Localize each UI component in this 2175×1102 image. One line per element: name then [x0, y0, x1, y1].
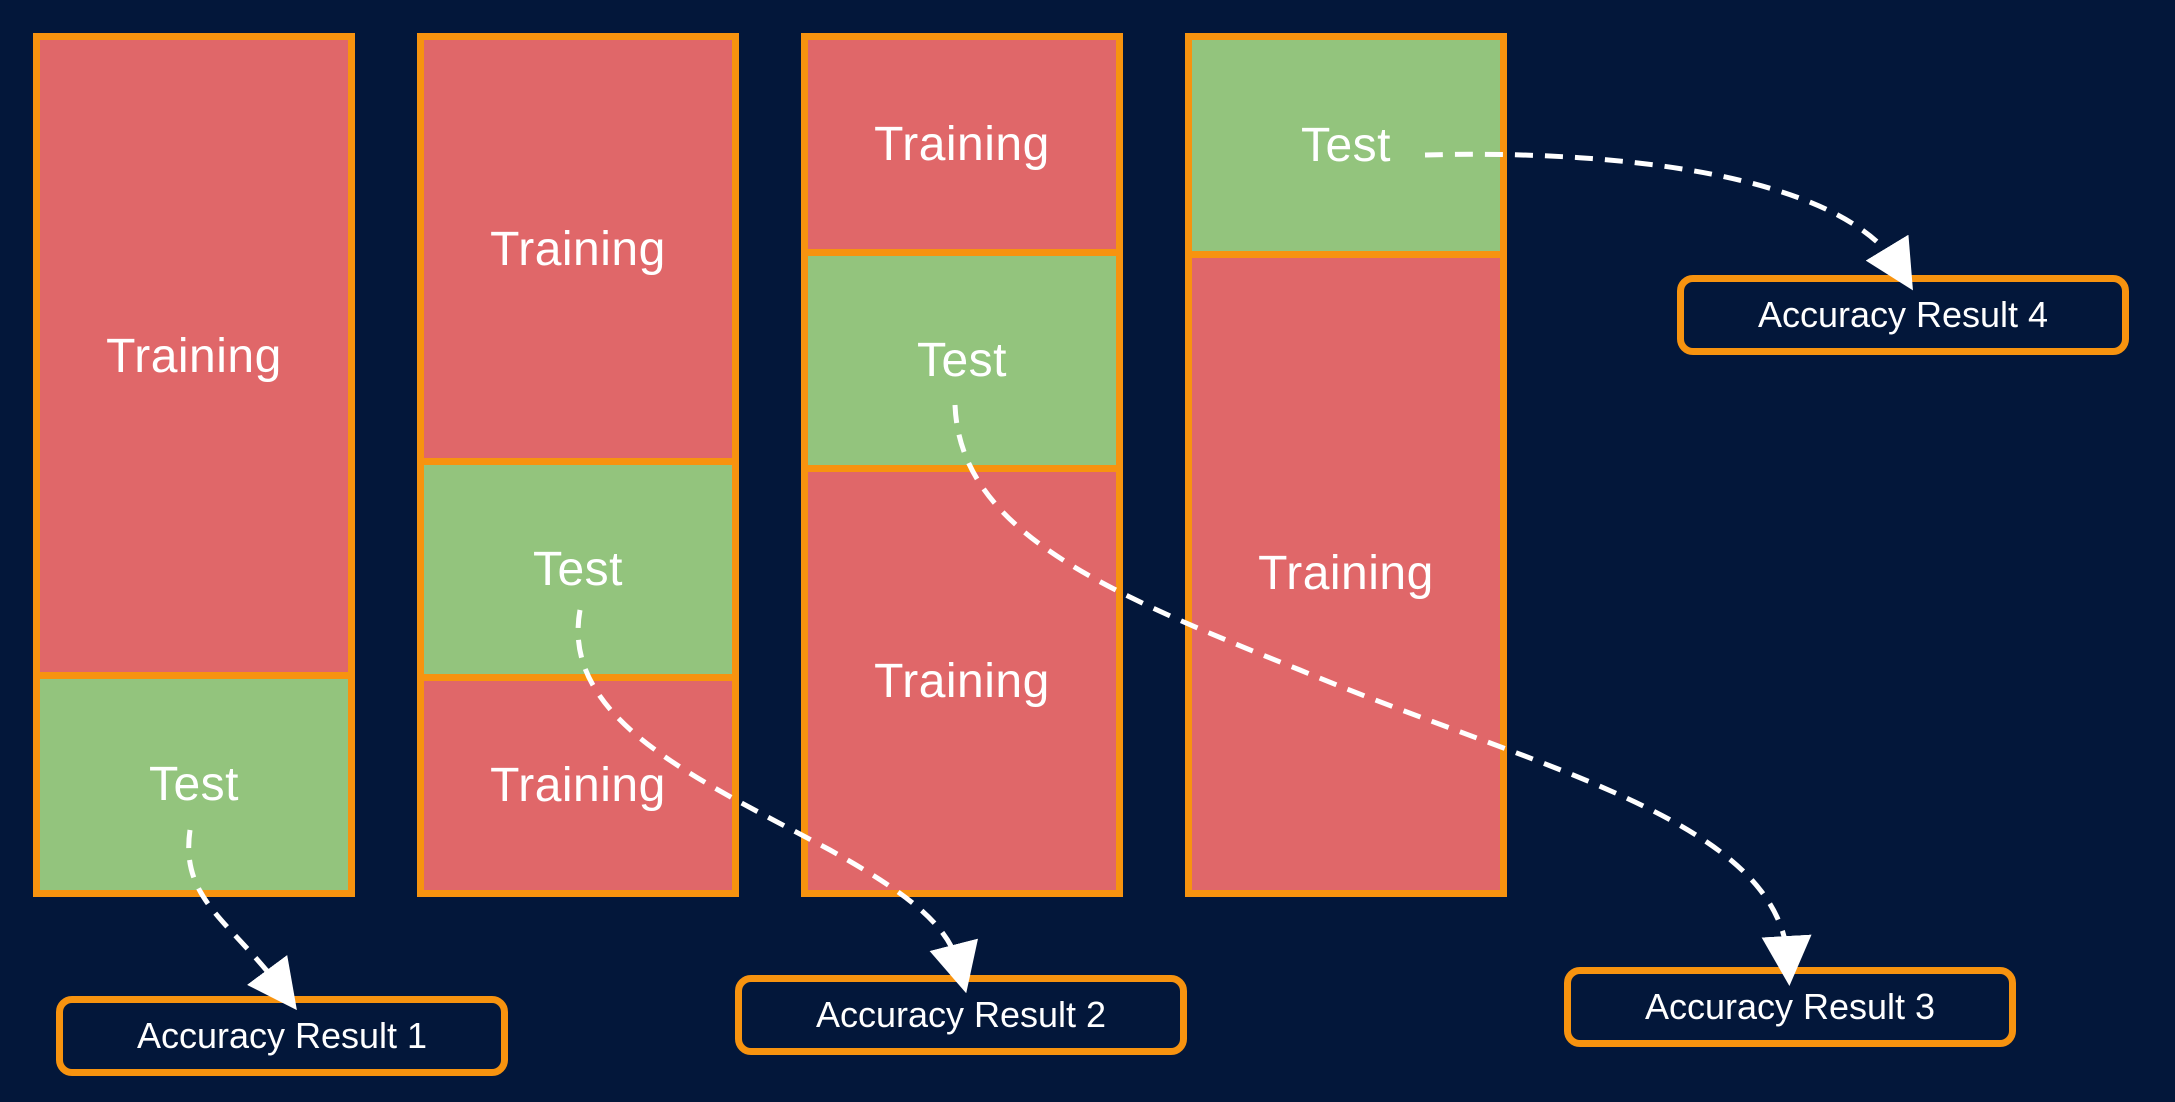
fold-2-training-bottom: Training — [424, 674, 732, 890]
result-label: Accuracy Result 2 — [815, 994, 1107, 1035]
fold-2-test: Test — [424, 458, 732, 674]
result-label: Accuracy Result 1 — [136, 1015, 428, 1056]
fold-3-test: Test — [808, 249, 1116, 465]
segment-label: Training — [1258, 547, 1434, 601]
result-label: Accuracy Result 3 — [1644, 986, 1936, 1027]
fold-2: Training Test Training — [417, 33, 739, 897]
segment-label: Training — [874, 118, 1050, 171]
fold-1: Training Test — [33, 33, 355, 897]
fold-3: Training Test Training — [801, 33, 1123, 897]
fold-4-training: Training — [1192, 250, 1500, 890]
arrow-fold-4-to-result-4 — [1424, 151, 1913, 291]
segment-label: Test — [532, 543, 624, 596]
segment-label: Training — [106, 329, 282, 383]
segment-label: Training — [874, 654, 1050, 708]
segment-label: Test — [916, 334, 1008, 387]
fold-2-training-top: Training — [424, 40, 732, 458]
segment-label: Test — [1300, 118, 1392, 172]
fold-1-training: Training — [40, 40, 348, 673]
arrow-fold-2-to-result-2 — [575, 609, 978, 994]
fold-4-test: Test — [1192, 40, 1500, 251]
fold-4: Test Training — [1185, 33, 1507, 897]
fold-3-training-top: Training — [808, 40, 1116, 249]
arrow-fold-3-to-result-3 — [952, 404, 1812, 986]
segment-label: Training — [490, 222, 666, 276]
result-label: Accuracy Result 4 — [1757, 294, 2049, 335]
segment-label: Test — [148, 758, 240, 812]
accuracy-result-1: Accuracy Result 1 — [56, 996, 508, 1076]
segment-label: Training — [490, 759, 666, 812]
arrow-fold-1-to-result-1 — [186, 829, 297, 1011]
fold-1-test: Test — [40, 672, 348, 890]
fold-3-training-bottom: Training — [808, 465, 1116, 890]
